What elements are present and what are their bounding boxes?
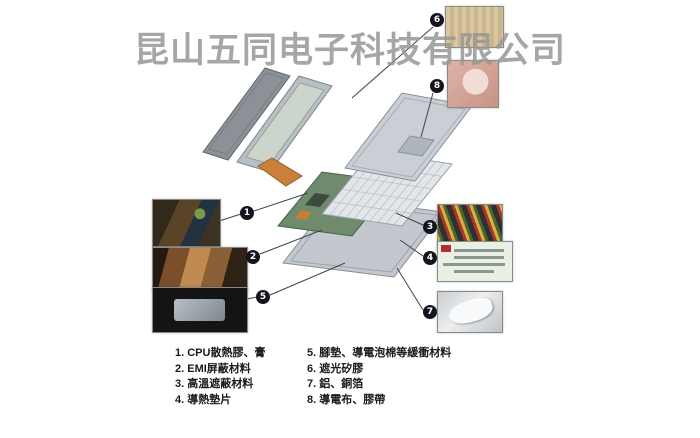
laptop-lid <box>202 67 291 161</box>
photo-emi-shielding-sample <box>152 247 248 292</box>
legend-item-1: 1. CPU散熱膠、膏 <box>175 347 266 359</box>
photo-aluminum-copper-foil-sample <box>437 291 503 333</box>
photo-light-shield-silicone-sample <box>445 6 504 48</box>
callout-6: 6 <box>430 13 444 27</box>
legend-item-7: 7. 鋁、銅箔 <box>307 378 364 390</box>
legend-right-column: 5. 腳墊、導電泡棉等緩衝材料 6. 遮光矽膠 7. 鋁、銅箔 8. 導電布、膠… <box>307 346 451 408</box>
motherboard-connector <box>295 210 312 220</box>
photo-conductive-cloth-tape-sample <box>447 60 499 108</box>
photo-foot-pad-foam-detail <box>173 299 226 321</box>
callout-7: 7 <box>423 305 437 319</box>
legend-item-6: 6. 遮光矽膠 <box>307 362 364 375</box>
callout-5: 5 <box>256 290 270 304</box>
label-text-line <box>454 249 504 252</box>
label-text-line <box>454 270 494 273</box>
label-text-line <box>443 263 505 266</box>
callout-2: 2 <box>246 250 260 264</box>
touchpad <box>397 135 435 157</box>
motherboard-chip <box>305 193 330 207</box>
legend-item-3: 3. 高溫遮蔽材料 <box>175 378 254 390</box>
legend-left-column: 1. CPU散熱膠、膏 2. EMI屏蔽材料 3. 高溫遮蔽材料 4. 導熱墊片 <box>175 346 265 408</box>
flex-cable <box>257 157 303 187</box>
callout-leader-lines <box>218 26 434 311</box>
legend-item-2: 2. EMI屏蔽材料 <box>175 362 251 375</box>
palmrest-rim <box>351 97 466 178</box>
photo-foil-piece <box>445 294 495 328</box>
callout-4: 4 <box>423 251 437 265</box>
label-red-mark <box>441 245 451 252</box>
lcd-screen <box>245 82 325 165</box>
legend-item-5: 5. 腳墊、導電泡棉等緩衝材料 <box>307 347 452 359</box>
callout-1: 1 <box>240 206 254 220</box>
legend-item-4: 4. 導熱墊片 <box>175 393 232 406</box>
laptop-lid-inner <box>208 72 285 155</box>
photo-foot-pad-foam-sample <box>152 287 248 333</box>
photo-thermal-pad-label-sample <box>437 241 513 282</box>
company-watermark: 昆山五同电子科技有限公司 <box>133 31 566 70</box>
photo-cpu-thermal-paste-sample <box>152 199 221 247</box>
callout-8: 8 <box>430 79 444 93</box>
legend-item-8: 8. 導電布、膠帶 <box>307 393 386 406</box>
label-text-line <box>454 256 504 259</box>
callout-3: 3 <box>423 220 437 234</box>
